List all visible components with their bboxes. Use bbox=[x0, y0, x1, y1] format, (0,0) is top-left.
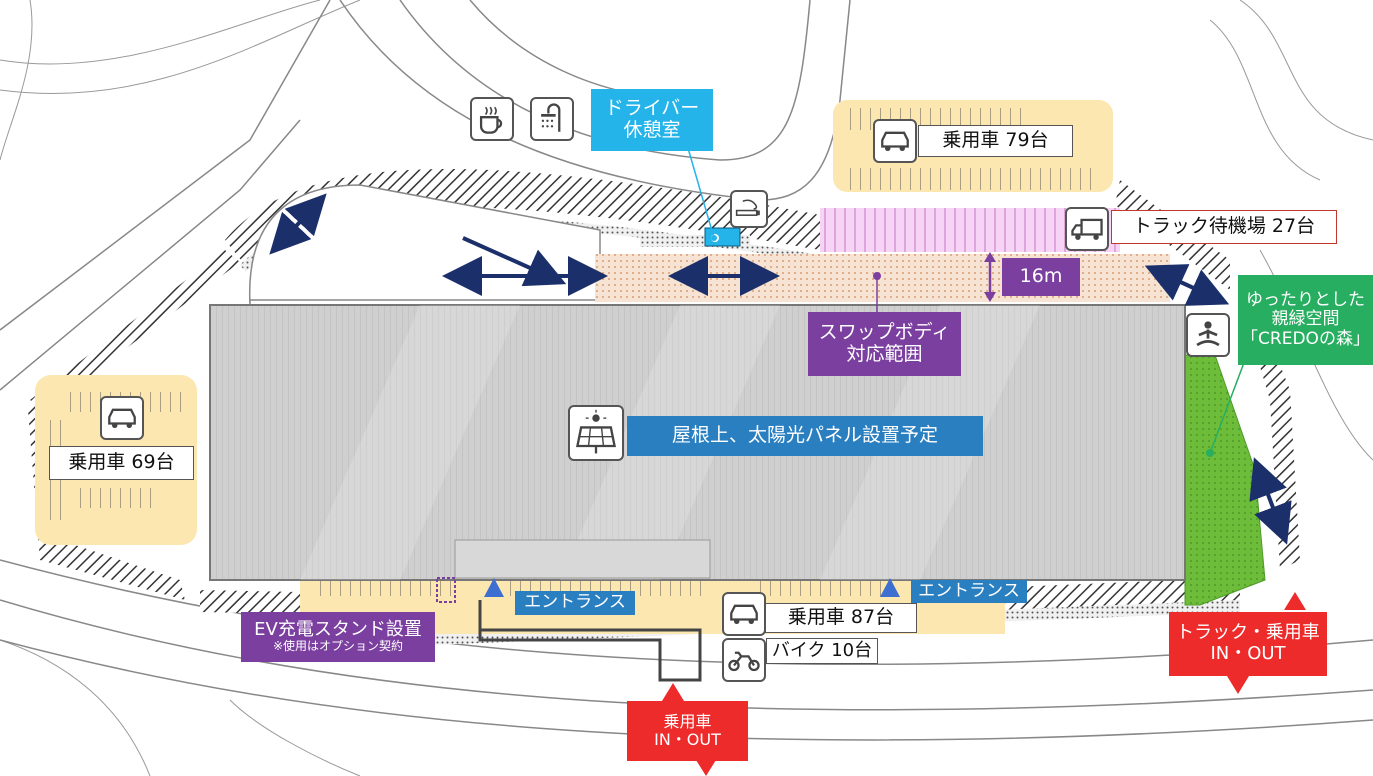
parking-69-label: 乗用車 69台 bbox=[49, 446, 194, 480]
truck-icon bbox=[1065, 207, 1109, 251]
bike-10-label: バイク 10台 bbox=[766, 638, 878, 664]
motorcycle-icon bbox=[722, 638, 766, 682]
width-16m-label: 16m bbox=[1002, 258, 1080, 296]
parking-79-label: 乗用車 79台 bbox=[918, 125, 1073, 157]
car-inout-label: 乗用車 IN・OUT bbox=[627, 701, 748, 761]
ev-station-label: EV充電スタンド設置 ※使用はオプション契約 bbox=[241, 612, 435, 662]
car-icon bbox=[722, 592, 766, 636]
car-icon bbox=[873, 119, 917, 163]
coffee-icon bbox=[470, 97, 514, 141]
solar-panel-label: 屋根上、太陽光パネル設置予定 bbox=[627, 416, 983, 456]
shower-icon bbox=[530, 97, 574, 141]
entrance-right-label: エントランス bbox=[911, 580, 1027, 603]
smoking-icon bbox=[730, 190, 768, 228]
yoga-icon bbox=[1186, 313, 1230, 357]
swap-body-label: スワップボディ 対応範囲 bbox=[808, 312, 961, 376]
car-icon bbox=[100, 396, 144, 440]
parking-87-label: 乗用車 87台 bbox=[765, 603, 917, 633]
truck-wait-label: トラック待機場 27台 bbox=[1111, 210, 1337, 244]
truck-car-inout-label: トラック・乗用車 IN・OUT bbox=[1169, 612, 1327, 676]
solar-panel-icon bbox=[568, 405, 624, 461]
green-space-label: ゆったりとした 親緑空間 「CREDOの森」 bbox=[1238, 275, 1373, 365]
entrance-left-label: エントランス bbox=[515, 591, 635, 615]
driver-rest-label: ドライバー 休憩室 bbox=[591, 89, 713, 151]
